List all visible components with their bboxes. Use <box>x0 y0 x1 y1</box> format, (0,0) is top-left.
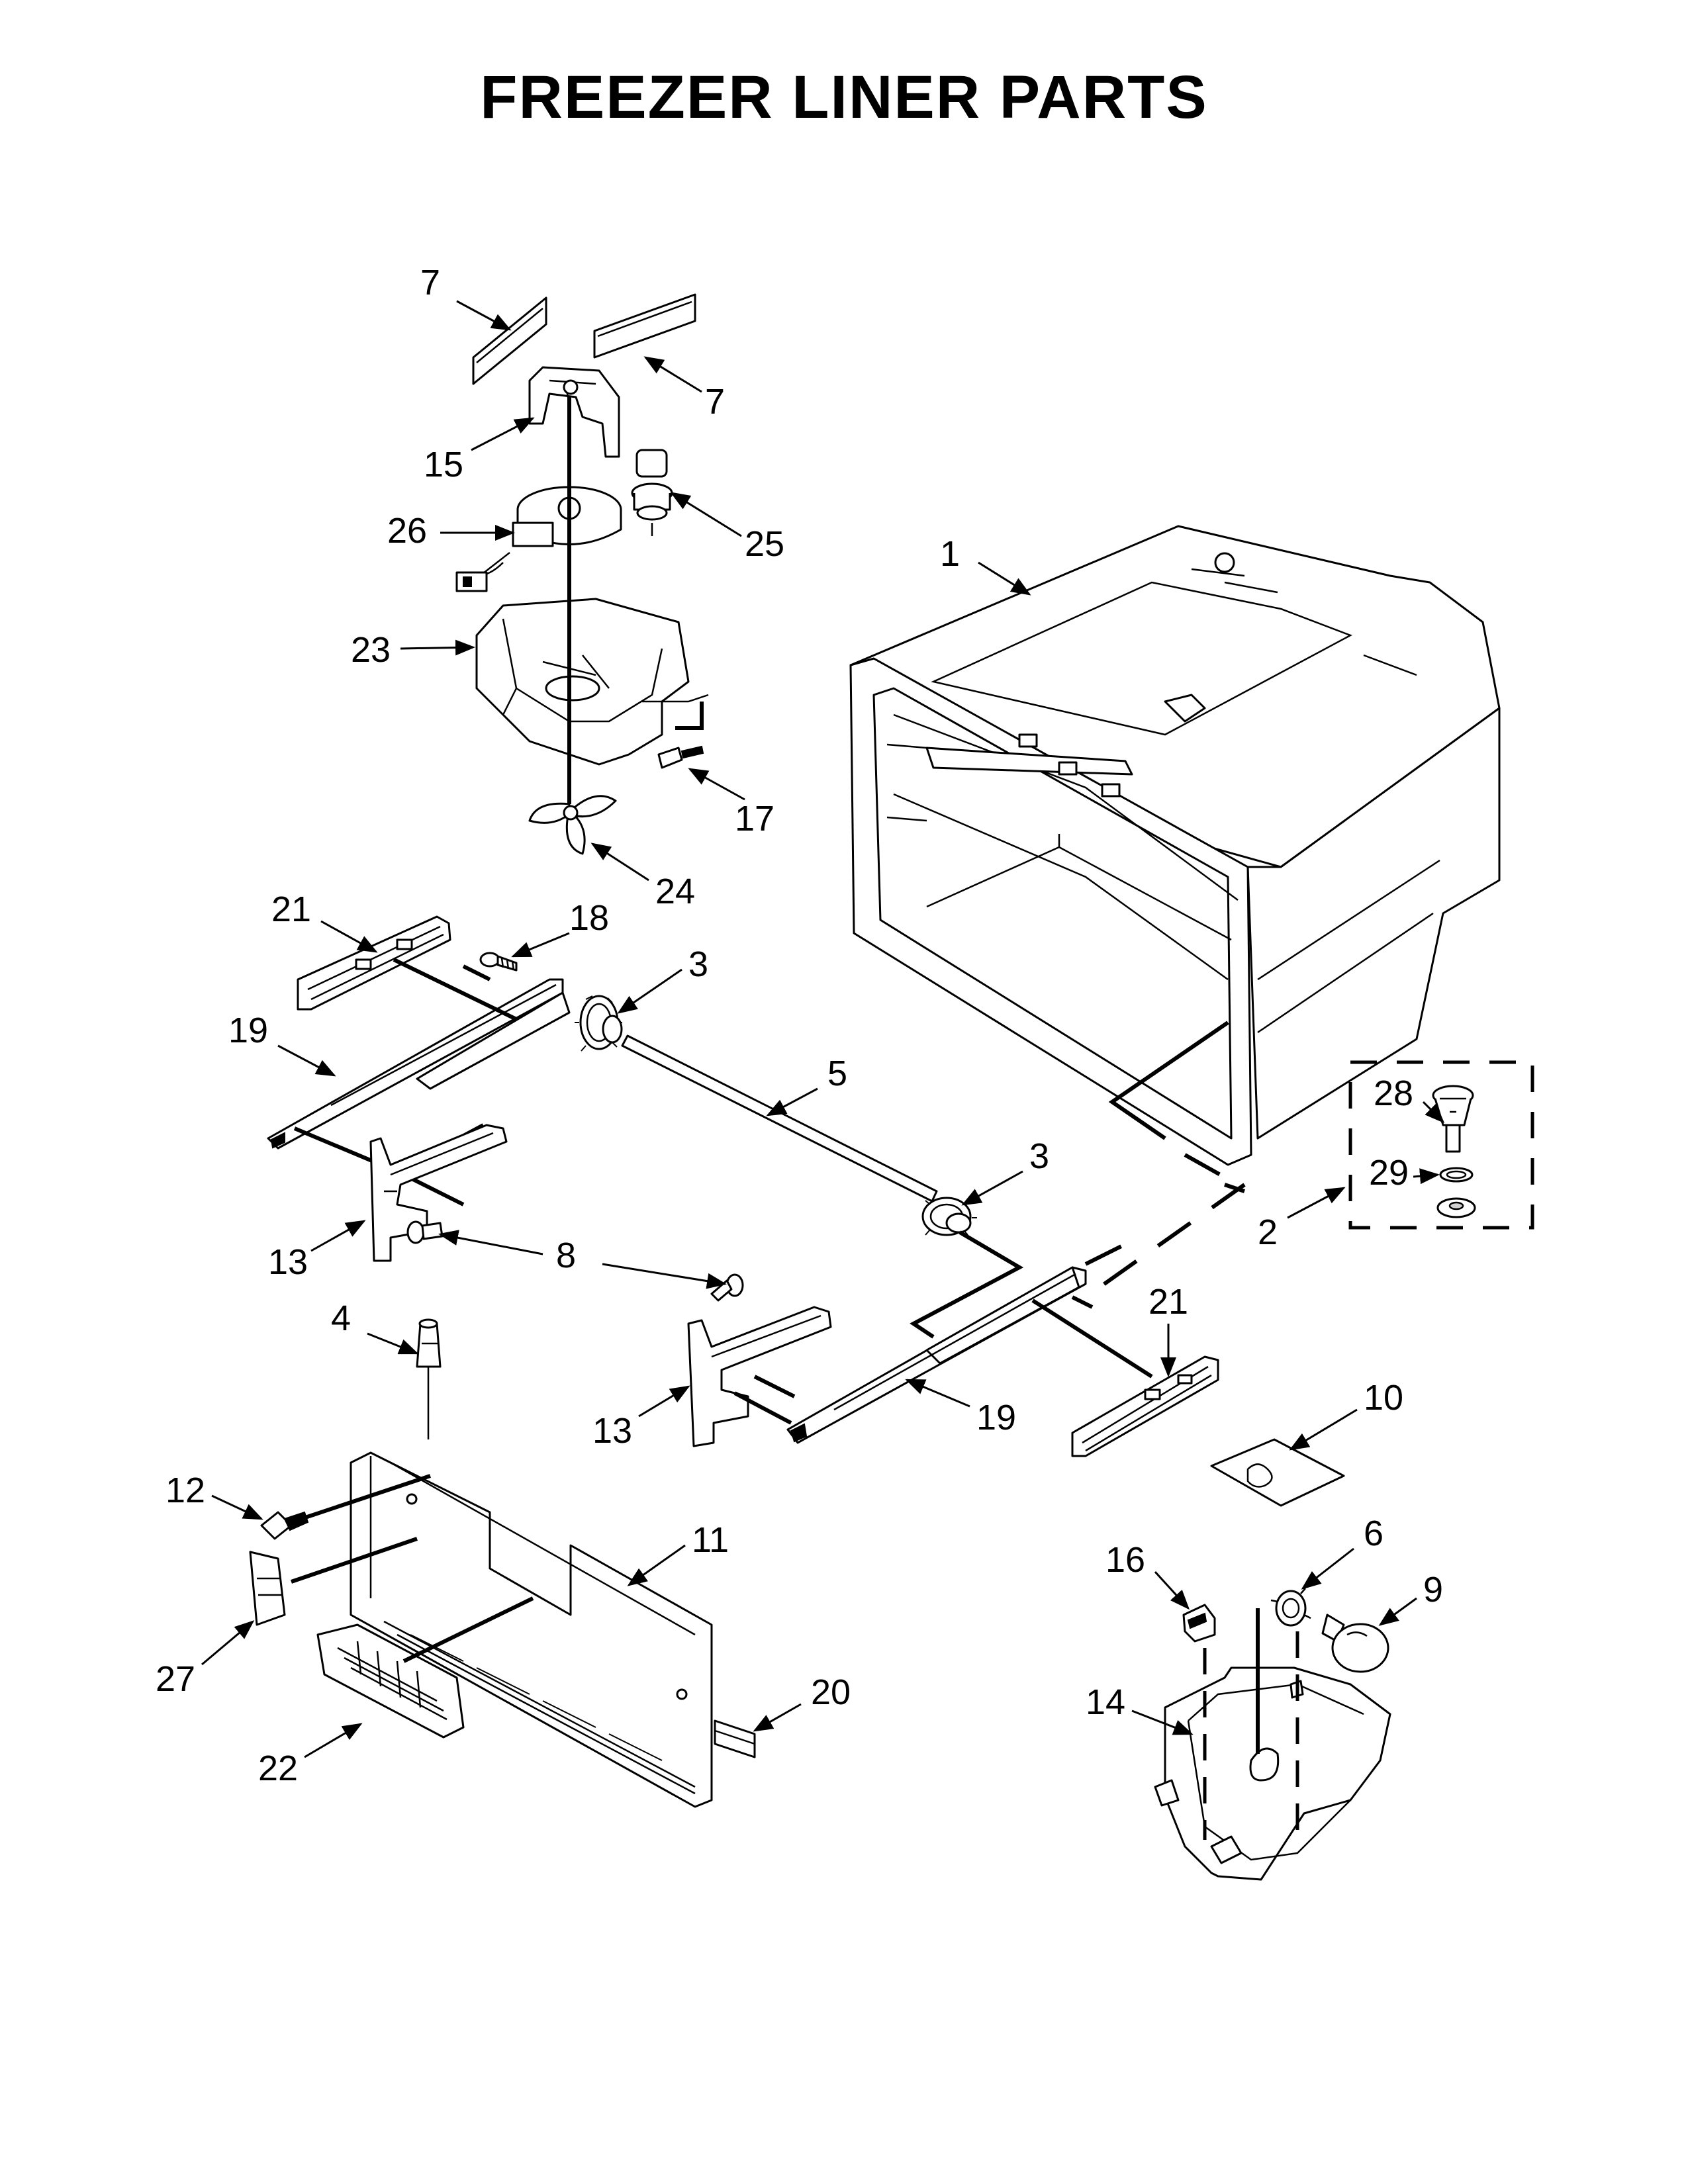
callout-19-upper: 19 <box>228 1011 268 1050</box>
page-title: FREEZER LINER PARTS <box>480 64 1208 131</box>
part-17-screw <box>657 745 704 769</box>
callout-27: 27 <box>156 1659 195 1699</box>
callout-23: 23 <box>351 630 391 670</box>
part-12-screw <box>260 1511 309 1540</box>
part-19-slide-rail-lower <box>786 1266 1087 1444</box>
part-9-light-bulb <box>1321 1614 1389 1673</box>
part-21-slide-guide-left <box>297 915 451 1011</box>
part-16-door-switch <box>1182 1604 1216 1643</box>
part-10-label-sheet <box>1210 1438 1345 1507</box>
part-22-vent-grille <box>316 1623 465 1739</box>
part-8-screw-right <box>710 1273 744 1302</box>
callout-14: 14 <box>1086 1682 1125 1722</box>
part-15-fan-bracket <box>528 366 620 458</box>
part-13-bracket-lower <box>687 1306 832 1447</box>
callout-21-left: 21 <box>271 889 311 929</box>
part-8-screw-left <box>406 1220 444 1244</box>
part-26-fan-motor <box>455 486 622 592</box>
callout-21-right: 21 <box>1149 1282 1188 1322</box>
callout-18: 18 <box>569 898 609 938</box>
part-27-clip <box>249 1551 286 1626</box>
leader-lines <box>201 300 1445 1758</box>
callout-10: 10 <box>1364 1378 1403 1418</box>
callout-19-lower: 19 <box>976 1398 1016 1437</box>
callout-28: 28 <box>1374 1073 1413 1113</box>
callout-7-upper-right: 7 <box>705 382 725 422</box>
callout-1: 1 <box>940 534 960 574</box>
callout-12: 12 <box>165 1471 205 1510</box>
part-14-light-housing <box>1154 1666 1391 1881</box>
callout-labels: 7 7 15 25 26 23 17 24 1 21 18 3 19 5 3 2… <box>156 263 1443 1788</box>
callout-2: 2 <box>1258 1212 1278 1252</box>
callout-9: 9 <box>1423 1570 1443 1610</box>
part-5-connecting-shaft <box>621 1034 938 1203</box>
part-23-fan-housing <box>475 598 709 766</box>
part-3-pinion-gear-lower <box>921 1197 977 1236</box>
part-20-foam-strip <box>714 1719 756 1758</box>
part-3-pinion-gear-upper <box>575 995 623 1052</box>
callout-6: 6 <box>1364 1514 1383 1553</box>
part-19-slide-rail-upper <box>267 978 571 1150</box>
callout-7-upper-left: 7 <box>420 263 440 302</box>
callout-13-lower: 13 <box>592 1411 632 1451</box>
callout-25: 25 <box>745 524 784 564</box>
callout-16: 16 <box>1105 1540 1145 1580</box>
callout-22: 22 <box>258 1749 298 1788</box>
part-11-rear-cover <box>350 1451 713 1808</box>
callout-24: 24 <box>655 872 695 911</box>
part-18-screw <box>479 952 518 972</box>
callout-11: 11 <box>692 1520 729 1560</box>
callout-15: 15 <box>424 445 463 484</box>
part-4-thermistor <box>416 1318 442 1439</box>
part-25-lamp-socket <box>631 449 673 536</box>
part-29-o-ring <box>1436 1167 1476 1218</box>
callout-20: 20 <box>811 1672 851 1712</box>
part-6-lamp-socket <box>1270 1588 1311 1627</box>
part-7-filter-pads <box>472 293 696 385</box>
callout-13-upper: 13 <box>268 1242 308 1282</box>
callout-8: 8 <box>556 1236 576 1275</box>
callout-17: 17 <box>735 799 774 839</box>
part-1-freezer-liner <box>849 525 1501 1166</box>
callout-29: 29 <box>1369 1153 1409 1193</box>
part-21-slide-guide-right <box>1071 1355 1219 1457</box>
callout-3-upper: 3 <box>688 944 708 984</box>
part-24-fan-blade <box>528 795 617 855</box>
part-13-bracket-upper <box>369 1124 508 1262</box>
callout-26: 26 <box>387 511 427 551</box>
callout-5: 5 <box>827 1054 847 1093</box>
callout-3-lower: 3 <box>1029 1136 1049 1176</box>
callout-4: 4 <box>331 1298 351 1338</box>
